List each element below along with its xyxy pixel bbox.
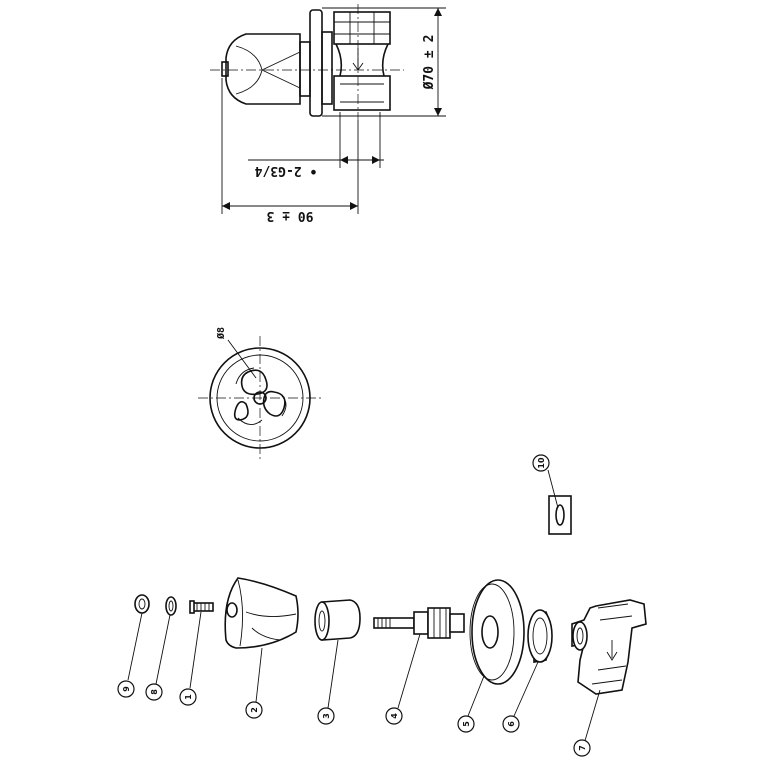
- bubble-3: 3: [317, 707, 335, 725]
- bubble-8: 8: [145, 683, 163, 701]
- handle-front-view: [198, 336, 322, 460]
- handle-lobe-2: [262, 390, 286, 417]
- bubble-4: 4: [385, 707, 403, 725]
- part-number-6: 6: [507, 721, 516, 727]
- part-7-body: [571, 599, 647, 745]
- bubble-7: 7: [573, 739, 591, 757]
- bubble-9: 9: [117, 680, 135, 698]
- lock-nut: [321, 31, 333, 105]
- part-number-2: 2: [250, 707, 259, 713]
- hole-dimension-text: Ø8: [215, 327, 227, 340]
- handle-facet-2: [261, 51, 301, 89]
- handle-lobe-3: [233, 400, 249, 421]
- part-bubble-10: [532, 454, 550, 472]
- bubble-5: 5: [457, 715, 475, 733]
- handle-outline: [225, 33, 301, 105]
- part-number-3: 3: [322, 713, 331, 719]
- thread-dimension-text: • 2-G3/4: [255, 163, 318, 178]
- body-middle: [335, 43, 389, 77]
- part-number-8: 8: [150, 689, 159, 695]
- part-4-cartridge: [373, 607, 465, 709]
- bubble-2: 2: [245, 701, 263, 719]
- handle-cap: [221, 61, 229, 77]
- wall-plate: [309, 9, 323, 117]
- assembly-side-view: [210, 4, 446, 214]
- part-number-9: 9: [122, 686, 131, 692]
- length-dimension-text: 90 ± 3: [267, 208, 314, 223]
- part-8-washer: [155, 596, 177, 685]
- body-bottom-hex: [333, 75, 391, 111]
- bubble-6: 6: [502, 715, 520, 733]
- body-top-hex: [333, 11, 391, 45]
- part-1-screw: [189, 600, 214, 689]
- handle-lobe-1: [240, 369, 268, 396]
- part-number-10: 10: [537, 457, 546, 469]
- part-10-o-ring: [555, 504, 565, 526]
- part-number-4: 4: [390, 713, 399, 719]
- part-number-7: 7: [578, 745, 587, 751]
- part-2-handle: [224, 577, 299, 703]
- part-number-5: 5: [462, 721, 471, 727]
- part-9-cap: [127, 594, 150, 681]
- part-10-group: 10: [532, 454, 572, 535]
- part-10-box: [548, 495, 572, 535]
- stem-sleeve: [299, 41, 311, 97]
- center-hub: [253, 391, 267, 405]
- part-3-sleeve: [314, 599, 361, 709]
- part-6-nut: [513, 609, 553, 717]
- part-number-1: 1: [184, 694, 193, 700]
- diameter-dimension-text: Ø70 ± 2: [422, 35, 437, 91]
- part-5-flange: [467, 579, 525, 717]
- bubble-1: 1: [179, 688, 197, 706]
